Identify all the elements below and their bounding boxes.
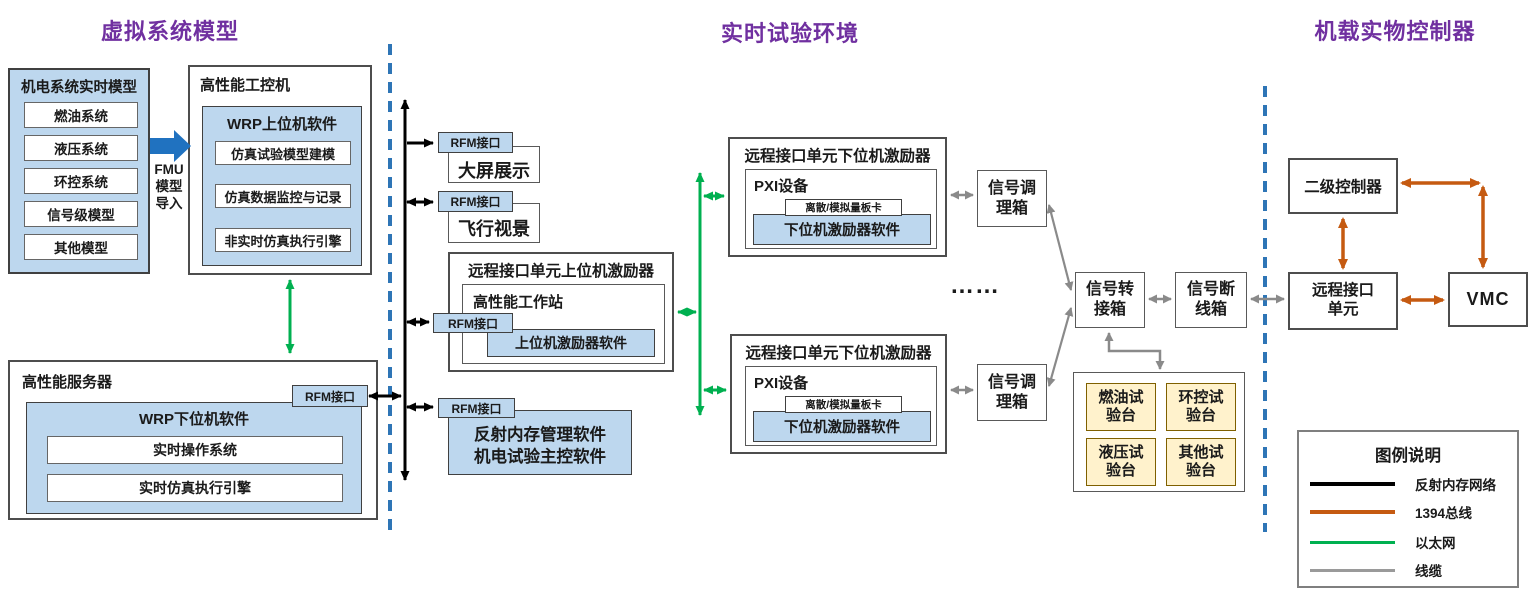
model-item-signal-level: 信号级模型 xyxy=(24,201,138,227)
bench-other-label: 其他试验台 xyxy=(1178,443,1224,479)
section-title-realtime-env: 实时试验环境 xyxy=(720,21,859,46)
remote-interface-unit-box: 远程接口单元 xyxy=(1288,272,1398,330)
ipc-item-modeling: 仿真试验模型建模 xyxy=(215,141,351,165)
industrial-pc-box: 高性能工控机 WRP上位机软件 仿真试验模型建模 仿真数据监控与记录 非实时仿真… xyxy=(188,65,372,275)
signal-transfer-box: 信号转接箱 xyxy=(1075,272,1145,328)
fmu-label-line2: 模型 xyxy=(155,179,183,194)
bench-other: 其他试验台 xyxy=(1166,438,1236,486)
riu-lower-exciter-top: 远程接口单元下位机激励器 PXI设备 下位机激励器软件 离散/模拟量板卡 xyxy=(728,137,947,257)
em-realtime-model-title: 机电系统实时模型 xyxy=(21,80,137,96)
pxi-device-title-top: PXI设备 xyxy=(754,178,809,195)
wrp-lower-software-box: WRP下位机软件 实时操作系统 实时仿真执行引擎 xyxy=(26,402,362,514)
pxi-device-box-bottom: PXI设备 下位机激励器软件 离散/模拟量板卡 xyxy=(745,366,937,446)
legend-row-1394: 1394总线 xyxy=(1310,504,1510,521)
bench-env: 环控试验台 xyxy=(1166,383,1236,431)
wrp-upper-software-title: WRP上位机软件 xyxy=(227,116,337,133)
fmu-import-arrow xyxy=(150,130,191,162)
display-rfm-interface-tab: RFM接口 xyxy=(438,132,513,153)
io-card-tab-bottom: 离散/模拟量板卡 xyxy=(785,396,902,413)
lower-exciter-software-top: 下位机激励器软件 xyxy=(753,214,931,245)
signal-conditioning-bottom-label: 信号调理箱 xyxy=(987,373,1036,411)
model-item-env-control: 环控系统 xyxy=(24,168,138,194)
legend-box: 图例说明 反射内存网络 1394总线 以太网 线缆 xyxy=(1297,430,1519,588)
wrp-lower-software-title: WRP下位机软件 xyxy=(139,411,249,428)
signal-transfer-label: 信号转接箱 xyxy=(1085,281,1134,318)
test-bench-container: 燃油试验台 环控试验台 液压试验台 其他试验台 xyxy=(1073,372,1245,492)
continuation-dots: …… xyxy=(950,272,1000,299)
riu-upper-exciter-box: 远程接口单元上位机激励器 高性能工作站 上位机激励器软件 xyxy=(448,252,674,372)
legend-label-cable: 线缆 xyxy=(1415,564,1442,579)
pxi-device-title-bottom: PXI设备 xyxy=(754,375,809,392)
em-realtime-model-box: 机电系统实时模型 燃油系统 液压系统 环控系统 信号级模型 其他模型 xyxy=(8,68,150,274)
legend-swatch-ethernet xyxy=(1310,540,1395,544)
cable-cond-top-transfer xyxy=(1046,204,1074,291)
signal-breakout-label: 信号断线箱 xyxy=(1186,281,1235,318)
mgmt-rfm-interface-tab: RFM接口 xyxy=(438,398,515,418)
memory-mgmt-line2: 机电试验主控软件 xyxy=(474,447,606,466)
riu-lower-exciter-bottom-title: 远程接口单元下位机激励器 xyxy=(745,345,932,362)
secondary-controller-box: 二级控制器 xyxy=(1288,158,1398,214)
io-card-tab-top: 离散/模拟量板卡 xyxy=(785,199,902,216)
legend-swatch-cable xyxy=(1310,568,1395,572)
bench-hydraulic: 液压试验台 xyxy=(1086,438,1156,486)
model-item-other: 其他模型 xyxy=(24,234,138,260)
legend-row-cable: 线缆 xyxy=(1310,562,1510,579)
cable-transfer-benches xyxy=(1104,332,1165,370)
flight-rfm-interface-tab: RFM接口 xyxy=(438,191,513,212)
ipc-item-engine: 非实时仿真执行引擎 xyxy=(215,228,351,252)
hp-server-title: 高性能服务器 xyxy=(22,374,113,391)
fmu-import-label: FMU 模型 导入 xyxy=(146,161,192,212)
section-title-virtual-model: 虚拟系统模型 xyxy=(100,19,239,44)
server-item-rt-engine: 实时仿真执行引擎 xyxy=(47,474,343,502)
lower-exciter-software-bottom: 下位机激励器软件 xyxy=(753,411,931,442)
rfm-network-lines xyxy=(368,99,434,481)
fmu-label-line3: 导入 xyxy=(155,196,183,211)
pxi-device-box-top: PXI设备 下位机激励器软件 离散/模拟量板卡 xyxy=(745,169,937,249)
legend-label-1394: 1394总线 xyxy=(1415,506,1473,521)
legend-title: 图例说明 xyxy=(1375,447,1441,465)
legend-swatch-rfm-network xyxy=(1310,482,1395,486)
signal-conditioning-box-bottom: 信号调理箱 xyxy=(977,364,1047,421)
server-item-rtos: 实时操作系统 xyxy=(47,436,343,464)
bench-env-label: 环控试验台 xyxy=(1178,388,1224,424)
model-item-hydraulic: 液压系统 xyxy=(24,135,138,161)
legend-label-rfm-network: 反射内存网络 xyxy=(1415,478,1496,493)
signal-conditioning-top-label: 信号调理箱 xyxy=(987,179,1036,217)
legend-row-rfm: 反射内存网络 xyxy=(1310,476,1510,493)
vmc-box: VMC xyxy=(1448,272,1528,327)
hp-server-box: 高性能服务器 RFM接口 WRP下位机软件 实时操作系统 实时仿真执行引擎 xyxy=(8,360,378,520)
bench-fuel-label: 燃油试验台 xyxy=(1098,388,1144,424)
server-rfm-interface-tab: RFM接口 xyxy=(292,385,368,407)
model-item-fuel: 燃油系统 xyxy=(24,102,138,128)
legend-label-ethernet: 以太网 xyxy=(1415,536,1456,551)
remote-interface-unit-label: 远程接口单元 xyxy=(1311,282,1374,318)
bench-fuel: 燃油试验台 xyxy=(1086,383,1156,431)
cable-cond-bottom-transfer xyxy=(1046,307,1074,387)
riu-lower-exciter-bottom: 远程接口单元下位机激励器 PXI设备 下位机激励器软件 离散/模拟量板卡 xyxy=(730,334,947,454)
section-title-onboard-controller: 机载实物控制器 xyxy=(1314,19,1476,44)
riu-upper-exciter-title: 远程接口单元上位机激励器 xyxy=(467,263,654,280)
wrp-upper-software-box: WRP上位机软件 仿真试验模型建模 仿真数据监控与记录 非实时仿真执行引擎 xyxy=(202,106,362,266)
bench-hydraulic-label: 液压试验台 xyxy=(1098,443,1144,479)
legend-swatch-1394 xyxy=(1310,510,1395,514)
legend-row-ethernet: 以太网 xyxy=(1310,534,1510,551)
workstation-rfm-interface-tab: RFM接口 xyxy=(433,313,513,333)
memory-mgmt-software-box: 反射内存管理软件 机电试验主控软件 xyxy=(448,410,632,475)
workstation-title: 高性能工作站 xyxy=(473,294,564,311)
signal-conditioning-box-top: 信号调理箱 xyxy=(977,170,1047,227)
fmu-label-line1: FMU xyxy=(154,162,184,177)
riu-lower-exciter-top-title: 远程接口单元下位机激励器 xyxy=(744,148,931,165)
ipc-item-monitoring: 仿真数据监控与记录 xyxy=(215,184,351,208)
signal-breakout-box: 信号断线箱 xyxy=(1175,272,1247,328)
industrial-pc-title: 高性能工控机 xyxy=(200,77,291,94)
memory-mgmt-line1: 反射内存管理软件 xyxy=(474,425,606,444)
upper-exciter-software-box: 上位机激励器软件 xyxy=(487,329,655,357)
